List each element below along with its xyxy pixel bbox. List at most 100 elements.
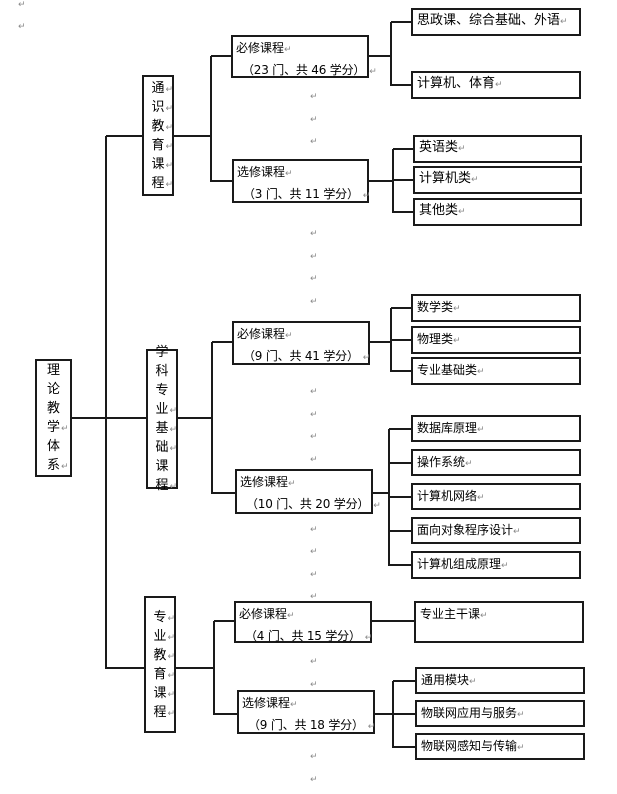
paragraph-mark-icon: ↵ bbox=[469, 677, 477, 687]
course-item-box: 数据库原理↵ bbox=[411, 415, 581, 442]
connector-line bbox=[393, 148, 414, 150]
course-group-title: 必修课程↵ bbox=[236, 38, 367, 60]
paragraph-mark-icon: ↵ bbox=[310, 752, 318, 762]
connector-line bbox=[174, 135, 212, 137]
root-node-box: 理论教学↵体系↵ bbox=[35, 359, 72, 477]
paragraph-mark-icon: ↵ bbox=[453, 304, 461, 314]
paragraph-mark-icon: ↵ bbox=[167, 689, 176, 700]
connector-line bbox=[390, 22, 392, 86]
course-item-label: 计算机网络 bbox=[417, 489, 478, 503]
paragraph-mark-icon: ↵ bbox=[169, 406, 178, 416]
paragraph-mark-icon: ↵ bbox=[169, 482, 178, 492]
paragraph-mark-icon: ↵ bbox=[165, 103, 174, 114]
discipline-foundation-required-box: 必修课程↵（9 门、共 41 学分）↵ bbox=[232, 321, 370, 365]
discipline-foundation-box-char: 业↵ bbox=[155, 400, 177, 419]
connector-line bbox=[391, 370, 412, 372]
course-item-label: 专业基础类 bbox=[417, 363, 478, 377]
course-group-credits: （9 门、共 18 学分）↵ bbox=[242, 715, 375, 737]
paragraph-mark-icon: ↵ bbox=[477, 425, 485, 435]
course-group-title: 必修课程↵ bbox=[239, 604, 370, 626]
paragraph-mark-icon: ↵ bbox=[501, 561, 509, 571]
paragraph-mark-icon: ↵ bbox=[310, 297, 318, 307]
course-group-credits: （9 门、共 41 学分）↵ bbox=[237, 346, 371, 368]
paragraph-mark-icon: ↵ bbox=[310, 455, 318, 465]
paragraph-mark-icon: ↵ bbox=[364, 633, 373, 643]
paragraph-mark-icon: ↵ bbox=[285, 331, 293, 341]
discipline-foundation-box-char: 课 bbox=[155, 459, 169, 474]
paragraph-mark-icon: ↵ bbox=[362, 353, 371, 363]
paragraph-mark-icon: ↵ bbox=[458, 144, 466, 154]
connector-line bbox=[214, 713, 238, 715]
course-item-label: 计算机、体育 bbox=[417, 76, 496, 91]
connector-line bbox=[389, 496, 412, 498]
connector-line bbox=[106, 135, 143, 137]
paragraph-mark-icon: ↵ bbox=[290, 700, 298, 710]
connector-line bbox=[375, 713, 394, 715]
general-education-elective-box: 选修课程↵（3 门、共 11 学分）↵ bbox=[232, 159, 370, 206]
course-group-title-text: 选修课程 bbox=[242, 696, 291, 710]
course-group-title-text: 选修课程 bbox=[237, 165, 286, 179]
paragraph-mark-icon: ↵ bbox=[310, 274, 318, 284]
paragraph-mark-icon: ↵ bbox=[465, 459, 473, 469]
paragraph-mark-icon: ↵ bbox=[310, 115, 318, 125]
course-group-credits-text: （9 门、共 41 学分） bbox=[243, 349, 359, 363]
paragraph-mark-icon: ↵ bbox=[495, 80, 503, 90]
course-item-label: 专业主干课 bbox=[420, 607, 481, 621]
connector-line bbox=[211, 342, 213, 494]
course-item-label: 计算机组成原理 bbox=[417, 557, 502, 571]
paragraph-mark-icon: ↵ bbox=[169, 425, 178, 435]
paragraph-mark-icon: ↵ bbox=[310, 570, 318, 580]
course-item-label: 操作系统 bbox=[417, 455, 466, 469]
paragraph-mark-icon: ↵ bbox=[167, 632, 176, 643]
discipline-foundation-box-char: 科 bbox=[155, 364, 169, 379]
paragraph-mark-icon: ↵ bbox=[477, 367, 485, 377]
paragraph-mark-icon: ↵ bbox=[471, 175, 479, 185]
general-education-box-char: 程↵ bbox=[151, 174, 173, 193]
connector-line bbox=[391, 21, 412, 23]
connector-line bbox=[391, 307, 412, 309]
connector-line bbox=[393, 179, 414, 181]
paragraph-mark-icon: ↵ bbox=[169, 444, 178, 454]
course-item-label: 物理类 bbox=[417, 332, 454, 346]
trunk-line bbox=[105, 136, 107, 669]
professional-education-box-char: 教↵ bbox=[153, 646, 175, 665]
connector-line bbox=[211, 180, 233, 182]
general-education-box-char: 课↵ bbox=[151, 155, 173, 174]
course-item-box: 面向对象程序设计↵ bbox=[411, 517, 581, 544]
general-education-box-char: 育↵ bbox=[151, 136, 173, 155]
paragraph-mark-icon: ↵ bbox=[165, 122, 174, 133]
general-education-box-char: 识↵ bbox=[151, 98, 173, 117]
root-node-box-char: 体 bbox=[46, 439, 60, 454]
connector-line bbox=[178, 417, 213, 419]
course-group-credits-text: （9 门、共 18 学分） bbox=[248, 718, 364, 732]
paragraph-mark-icon: ↵ bbox=[310, 547, 318, 557]
course-item-label: 计算机类 bbox=[419, 171, 472, 186]
paragraph-mark-icon: ↵ bbox=[310, 410, 318, 420]
connector-line bbox=[392, 149, 394, 213]
connector-line bbox=[212, 492, 236, 494]
professional-education-box-char: 专↵ bbox=[153, 608, 175, 627]
paragraph-mark-icon: ↵ bbox=[60, 462, 69, 472]
discipline-foundation-box-char: 基↵ bbox=[155, 419, 177, 438]
discipline-foundation-box: 学科专业↵基↵础↵课程↵ bbox=[146, 345, 178, 493]
paragraph-mark-icon: ↵ bbox=[310, 657, 318, 667]
root-node-box-char: 论 bbox=[46, 382, 60, 397]
course-item-box: 数学类↵ bbox=[411, 294, 581, 322]
course-group-credits: （4 门、共 15 学分）↵ bbox=[239, 626, 373, 648]
course-item-box: 物联网感知与传输↵ bbox=[415, 733, 585, 760]
course-group-credits: （3 门、共 11 学分）↵ bbox=[237, 184, 370, 206]
paragraph-mark-icon: ↵ bbox=[165, 160, 174, 171]
paragraph-mark-icon: ↵ bbox=[369, 67, 377, 77]
paragraph-mark-icon: ↵ bbox=[167, 708, 176, 719]
general-education-box-char: 教↵ bbox=[151, 117, 173, 136]
course-item-label: 通用模块 bbox=[421, 673, 470, 687]
connector-line bbox=[210, 56, 212, 182]
paragraph-mark-icon: ↵ bbox=[310, 137, 318, 147]
course-item-box: 英语类↵ bbox=[413, 135, 582, 163]
professional-education-elective-box: 选修课程↵ （9 门、共 18 学分）↵ bbox=[237, 690, 375, 734]
paragraph-mark-icon: ↵ bbox=[517, 743, 525, 753]
paragraph-mark-icon: ↵ bbox=[373, 501, 381, 511]
course-item-box: 操作系统↵ bbox=[411, 449, 581, 476]
discipline-foundation-box-char: 专 bbox=[155, 383, 169, 398]
course-item-box: 计算机组成原理↵ bbox=[411, 551, 581, 579]
